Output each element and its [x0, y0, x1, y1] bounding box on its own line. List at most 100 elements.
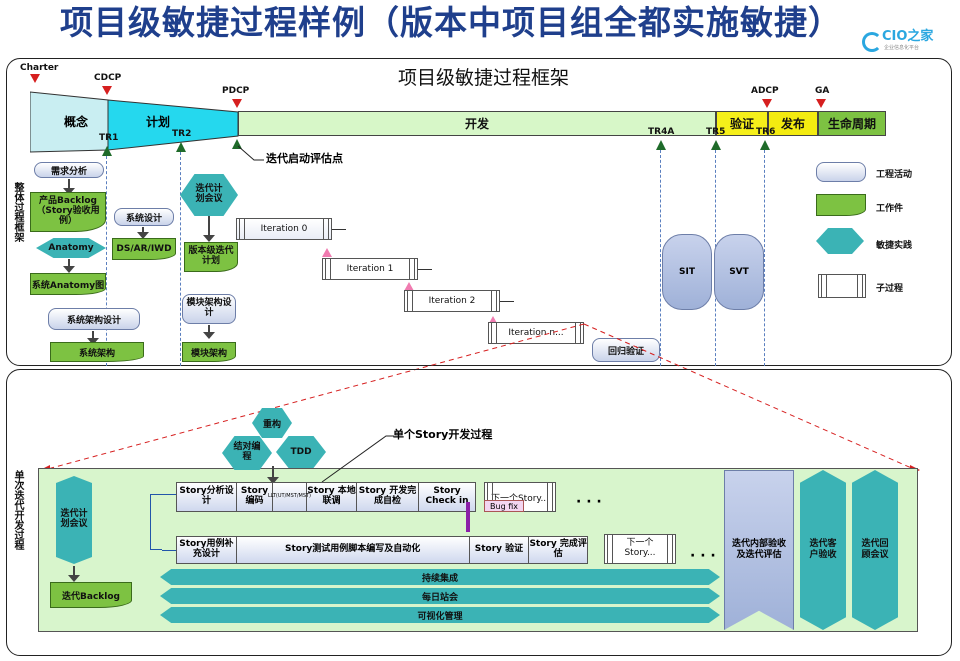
phase-plan: 计划 — [146, 115, 171, 129]
story-check-in[interactable]: Story Check in — [425, 486, 469, 506]
tr5-label: TR5 — [706, 127, 726, 137]
sit-label: SIT — [679, 267, 695, 277]
daily-standup[interactable]: 每日站会 — [160, 588, 720, 604]
legend-activity-label: 工程活动 — [876, 170, 913, 180]
pdcp-label: PDCP — [222, 86, 250, 96]
ds-ar-iwd[interactable]: DS/AR/IWD — [112, 238, 176, 260]
iteration-0[interactable]: Iteration 0 — [236, 218, 332, 240]
bug-fix[interactable]: Bug fix — [484, 500, 524, 512]
tr1-marker — [102, 146, 112, 156]
story-dev-label: 单个Story开发过程 — [393, 428, 493, 441]
adcp-label: ADCP — [751, 86, 779, 96]
ga-marker — [816, 99, 826, 108]
dots-row-1: · · · — [576, 494, 602, 510]
legend-subprocess-shape — [818, 274, 866, 298]
story-analysis-design[interactable]: Story分析设计 — [177, 483, 237, 511]
charter-label: Charter — [20, 63, 59, 73]
next-story-2[interactable]: 下一个Story... — [604, 534, 676, 564]
arrow-anatomy — [63, 259, 75, 273]
system-anatomy-diagram[interactable]: 系统Anatomy图 — [30, 273, 106, 295]
story-case-design[interactable]: Story用例补充设计 — [177, 537, 237, 563]
bottom-iteration-plan-meeting[interactable]: 迭代计划会议 — [56, 476, 92, 564]
module-arch-design[interactable]: 模块架构设计 — [182, 294, 236, 324]
guide-tr4a — [660, 150, 661, 366]
arrow-sysdesign — [137, 227, 149, 239]
phase-release: 发布 — [768, 111, 818, 136]
dots-row-2: · · · — [690, 548, 716, 564]
story-dev-self-check[interactable]: Story 开发完成自检 — [357, 483, 419, 511]
visual-management[interactable]: 可视化管理 — [160, 607, 720, 623]
story-verify[interactable]: Story 验证 — [470, 537, 530, 563]
phase-funnel — [30, 91, 239, 153]
iteration-n[interactable]: Iteration n... — [488, 322, 584, 344]
story-row-1: Story分析设计 Story编码 LLT(UT/MST/MST) Story … — [176, 482, 476, 512]
retrospective-meeting[interactable]: 迭代回顾会议 — [852, 470, 898, 630]
cdcp-label: CDCP — [94, 73, 122, 83]
bracket-top — [162, 494, 176, 495]
arrow-module — [203, 325, 215, 339]
story-completion-eval[interactable]: Story 完成评估 — [529, 539, 587, 559]
ga-label: GA — [815, 86, 830, 96]
arrow-iterplan — [203, 216, 215, 242]
system-arch-design[interactable]: 系统架构设计 — [48, 308, 140, 330]
guide-tr2 — [180, 152, 181, 366]
itern-marker — [488, 316, 498, 325]
logo-text: CIO之家 — [882, 29, 934, 44]
pdcp-marker — [232, 99, 242, 108]
iter2-connector — [500, 301, 514, 302]
tr4a-marker — [656, 140, 666, 150]
system-design[interactable]: 系统设计 — [114, 208, 174, 226]
legend-artifact-shape — [816, 194, 866, 216]
iteration-plan-meeting[interactable]: 迭代计划会议 — [180, 174, 238, 216]
iteration-start-callout-line — [237, 145, 264, 161]
tr6-label: TR6 — [756, 127, 776, 137]
module-architecture[interactable]: 模块架构 — [182, 342, 236, 362]
phase-lifecycle-label: 生命周期 — [827, 117, 876, 131]
story-test-script[interactable]: Story测试用例脚本编写及自动化 — [237, 537, 470, 563]
tr2-marker — [176, 142, 186, 152]
internal-acceptance-review[interactable]: 迭代内部验收及迭代评估 — [724, 470, 794, 630]
phase-verify-label: 验证 — [729, 117, 754, 131]
tr1-label: TR1 — [99, 133, 119, 143]
iteration-start-label: 迭代启动评估点 — [266, 152, 343, 165]
iter1-marker — [322, 248, 332, 257]
iteration-1[interactable]: Iteration 1 — [322, 258, 418, 280]
sit[interactable]: SIT — [662, 234, 712, 310]
arrow-arch — [87, 331, 99, 345]
overall-process-frame — [6, 58, 952, 366]
system-architecture[interactable]: 系统架构 — [50, 342, 144, 362]
story-dev-callout-line — [321, 435, 394, 483]
legend-artifact-label: 工作件 — [876, 204, 904, 214]
product-backlog[interactable]: 产品Backlog（Story验收用例） — [30, 192, 106, 232]
iteration-process-frame — [6, 369, 952, 656]
anatomy-practice[interactable]: Anatomy — [36, 238, 106, 258]
cdcp-marker — [102, 86, 112, 95]
arrow-req — [63, 179, 75, 195]
continuous-integration[interactable]: 持续集成 — [160, 569, 720, 585]
iteration-backlog[interactable]: 迭代Backlog — [50, 582, 132, 608]
llt[interactable]: LLT(UT/MST/MST) — [268, 483, 311, 511]
requirement-analysis[interactable]: 需求分析 — [34, 162, 104, 178]
customer-acceptance[interactable]: 迭代客户验收 — [800, 470, 846, 630]
arrow-practices — [267, 466, 279, 484]
iteration-start-marker — [232, 139, 242, 149]
guide-tr6 — [764, 150, 765, 366]
tr2-label: TR2 — [172, 129, 192, 139]
iteration-2[interactable]: Iteration 2 — [404, 290, 500, 312]
version-iteration-plan[interactable]: 版本级迭代计划 — [184, 242, 238, 272]
logo-icon — [862, 32, 882, 52]
phase-verify: 验证 — [716, 111, 768, 136]
story-row-2: Story用例补充设计 Story测试用例脚本编写及自动化 Story 验证 S… — [176, 536, 588, 564]
overall-process-label: 整体过程框架 — [12, 182, 23, 242]
iter0-connector — [332, 229, 346, 230]
iteration-process-label: 单次迭代开发过程 — [12, 470, 23, 550]
legend-practice-label: 敏捷实践 — [876, 241, 913, 251]
svt[interactable]: SVT — [714, 234, 764, 310]
phase-dev-label: 开发 — [464, 117, 489, 131]
tr6-marker — [760, 140, 770, 150]
phase-lifecycle: 生命周期 — [818, 111, 886, 136]
story-local-debug[interactable]: Story 本地联调 — [307, 483, 357, 511]
story-coding[interactable]: Story编码 — [237, 483, 273, 511]
tdd-practice[interactable]: TDD — [276, 436, 326, 468]
tr5-marker — [711, 140, 721, 150]
